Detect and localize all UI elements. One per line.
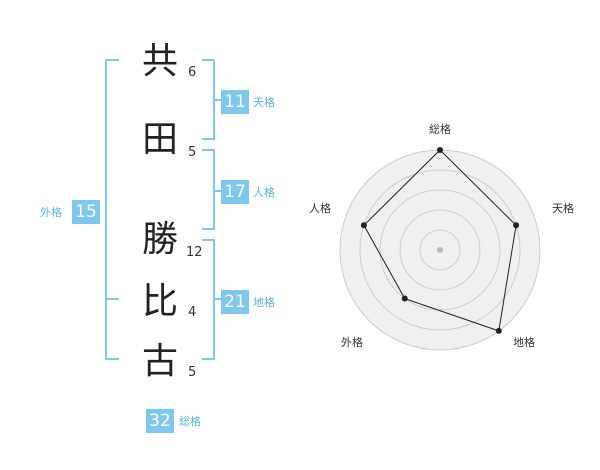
name-char-3: 勝 [141,219,178,260]
stroke-count-1: 6 [188,65,197,80]
radar-point-4 [360,222,367,229]
soukaku-label: 総格 [179,415,201,428]
chikaku-label: 地格 [253,296,275,309]
stroke-count-2: 5 [188,145,197,160]
radar-center-dot [437,247,443,253]
radar-ring [379,189,501,311]
gaikaku-score: 15 [72,200,100,224]
radar-label-gaikaku: 外格 [341,335,363,349]
jinkaku-score: 17 [221,180,249,204]
radar-label-chikaku: 地格 [513,335,535,349]
stroke-count-4: 4 [188,305,197,320]
radar-label-jinkaku: 人格 [309,201,331,215]
radar-label-soukaku: 総格 [429,122,451,136]
radar-chart: 総格 天格 地格 外格 人格 [309,122,574,351]
radar-polygon [363,149,517,332]
stroke-count-5: 5 [188,365,197,380]
radar-ring [359,169,521,331]
radar-points [360,147,520,334]
chikaku-score: 21 [221,290,249,314]
radar-point-1 [513,222,520,229]
jinkaku-label: 人格 [253,186,275,199]
radar-label-tenkaku: 天格 [552,201,574,215]
radar-point-0 [437,147,443,153]
gaikaku-label: 外格 [40,206,62,219]
radar-ring [399,209,481,291]
soukaku-score: 32 [146,409,174,433]
radar-ring [419,229,461,271]
name-char-5: 古 [141,341,178,382]
name-char-1: 共 [141,41,178,82]
tenkaku-score: 11 [221,90,249,114]
name-char-4: 比 [141,281,178,322]
radar-point-3 [401,295,408,302]
tenkaku-label: 天格 [253,96,275,109]
name-char-2: 田 [141,119,178,160]
stroke-count-3: 12 [186,245,203,260]
radar-point-2 [495,327,502,334]
